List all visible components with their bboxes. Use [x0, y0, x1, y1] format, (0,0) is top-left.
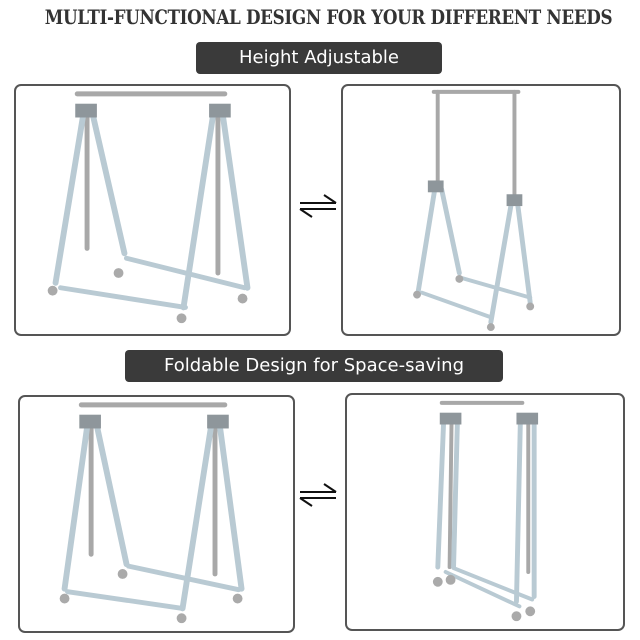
section-title-foldable: Foldable Design for Space-saving [125, 350, 503, 382]
harpoon-arrow-icon [298, 482, 338, 508]
product-image-standard-height [14, 84, 291, 336]
product-image-unfolded [18, 395, 295, 633]
harpoon-arrow-icon [298, 193, 338, 219]
headline: MULTI-FUNCTIONAL DESIGN FOR YOUR DIFFERE… [44, 6, 613, 29]
product-image-extended-height [341, 84, 621, 336]
section-title-height-adjustable: Height Adjustable [196, 42, 442, 74]
garment-rack-icon [59, 402, 245, 624]
product-image-folded [345, 393, 625, 631]
garment-rack-icon [432, 400, 539, 622]
garment-rack-icon [47, 91, 251, 324]
garment-rack-icon [413, 89, 535, 332]
